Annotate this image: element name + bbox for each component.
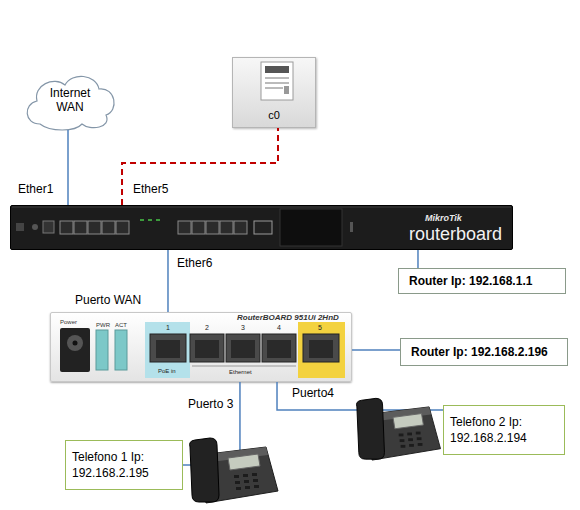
device-line <box>265 88 283 89</box>
node-text: Router Ip: 192.168.1.1 <box>409 274 532 288</box>
ip-callout: Router Ip: 192.168.1.1 <box>398 268 566 294</box>
ethernet-port <box>178 221 191 234</box>
reset-button <box>32 224 38 230</box>
node-text: Telefono 1 Ip: 192.168.2.195 <box>72 449 176 481</box>
node-text: routerboard <box>409 224 502 244</box>
port-number: 1 <box>166 323 170 332</box>
ethernet-port <box>234 221 247 234</box>
network-cable <box>352 349 400 351</box>
port-opening <box>231 340 255 358</box>
ethernet-port <box>88 221 101 234</box>
network-cable <box>122 128 278 205</box>
device-face <box>261 62 293 100</box>
device-line <box>265 78 289 79</box>
ethernet-port <box>74 221 87 234</box>
panel-label: PoE in <box>158 367 176 375</box>
ethernet-port <box>206 221 219 234</box>
network-cable <box>183 382 240 465</box>
phone-callout: Telefono 1 Ip: 192.168.2.195 <box>65 440 183 490</box>
cloud-shape <box>27 76 114 130</box>
network-cable <box>417 250 419 268</box>
usb-port <box>43 221 54 233</box>
router-front-panel <box>60 322 345 378</box>
node-text: Telefono 2 Ip: 192.168.2.194 <box>450 414 558 446</box>
ethernet-port <box>60 221 73 234</box>
port-number: 3 <box>241 323 245 332</box>
ethernet-port <box>303 334 339 362</box>
power-socket <box>67 335 83 351</box>
port-number: 2 <box>205 323 209 332</box>
network-cable <box>67 130 69 205</box>
port-opening <box>309 340 333 358</box>
router-device: RouterBOARD 951Ui 2HnD <box>50 312 352 382</box>
panel-label: ACT <box>115 321 127 329</box>
network-cable <box>277 382 443 410</box>
node-text: Internet WAN <box>40 86 100 114</box>
device-display <box>265 66 289 73</box>
port-opening <box>156 340 180 358</box>
ip-phone <box>356 398 440 460</box>
wall-device-icon <box>261 62 293 100</box>
ethernet-bracket <box>192 366 296 367</box>
panel-label: PWR <box>96 321 110 329</box>
display-panel <box>280 209 342 246</box>
ethernet-port <box>192 221 205 234</box>
port-caption: Puerto WAN <box>75 293 141 307</box>
port-caption: Puerto4 <box>292 386 334 400</box>
power-pin <box>73 341 78 346</box>
ethernet-port <box>226 334 260 362</box>
sfp-port <box>254 221 272 234</box>
router-front-panel <box>12 207 511 246</box>
ethernet-port <box>190 334 224 362</box>
power-jack <box>16 223 24 231</box>
ethernet-port <box>116 221 129 234</box>
port-caption: Puerto 3 <box>188 397 233 411</box>
port-number: 4 <box>277 323 281 332</box>
status-led <box>156 219 160 221</box>
node-text: MikroTik <box>425 213 462 223</box>
power-jack <box>60 328 90 372</box>
port-opening <box>195 340 219 358</box>
node-text: RouterBOARD 951Ui 2HnD <box>237 313 339 322</box>
status-led <box>148 219 152 221</box>
device-box: c0 <box>232 57 316 128</box>
port5-panel <box>298 322 345 378</box>
port-caption: Ether1 <box>18 182 53 196</box>
poe-port-panel <box>145 322 190 378</box>
ip-phone <box>190 438 278 503</box>
ethernet-port <box>102 221 115 234</box>
panel-label: Power <box>60 318 77 326</box>
panel-edge <box>12 207 511 208</box>
router-device: MikroTikrouterboard <box>10 205 513 250</box>
port-caption: Ether5 <box>133 182 168 196</box>
phone-callout: Telefono 2 Ip: 192.168.2.194 <box>443 405 565 455</box>
status-led <box>115 330 127 370</box>
ethernet-port <box>262 334 296 362</box>
port-opening <box>267 340 291 358</box>
port-caption: Ether6 <box>177 256 212 270</box>
network-cable <box>167 250 169 312</box>
device-line <box>265 83 289 84</box>
status-led <box>140 219 144 221</box>
ethernet-port <box>220 221 233 234</box>
cloud-node: Internet WAN <box>20 70 120 130</box>
status-led <box>96 330 108 370</box>
node-text: Router Ip: 192.168.2.196 <box>411 345 548 359</box>
panel-slot <box>350 222 353 232</box>
panel-label: Ethernet <box>229 368 252 376</box>
ip-callout: Router Ip: 192.168.2.196 <box>400 338 568 366</box>
device-key <box>284 86 289 94</box>
port-number: 5 <box>318 323 322 332</box>
node-text: c0 <box>233 109 315 121</box>
ethernet-port <box>150 334 186 362</box>
